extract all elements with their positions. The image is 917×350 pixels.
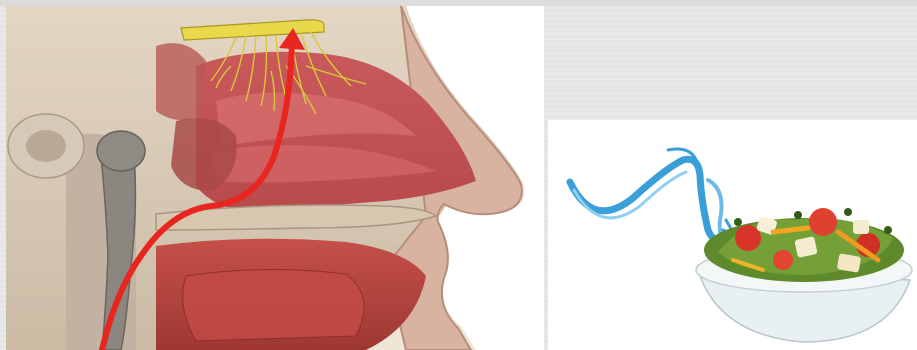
tongue-muscle	[183, 269, 364, 341]
sphenoid-sinus	[156, 43, 206, 120]
auditory-tube-opening	[97, 131, 145, 171]
salad-illustration	[548, 120, 917, 350]
anatomy-panel	[6, 6, 544, 350]
ear-canal	[26, 130, 66, 162]
salad-panel	[548, 120, 917, 350]
anatomy-illustration	[6, 6, 544, 350]
